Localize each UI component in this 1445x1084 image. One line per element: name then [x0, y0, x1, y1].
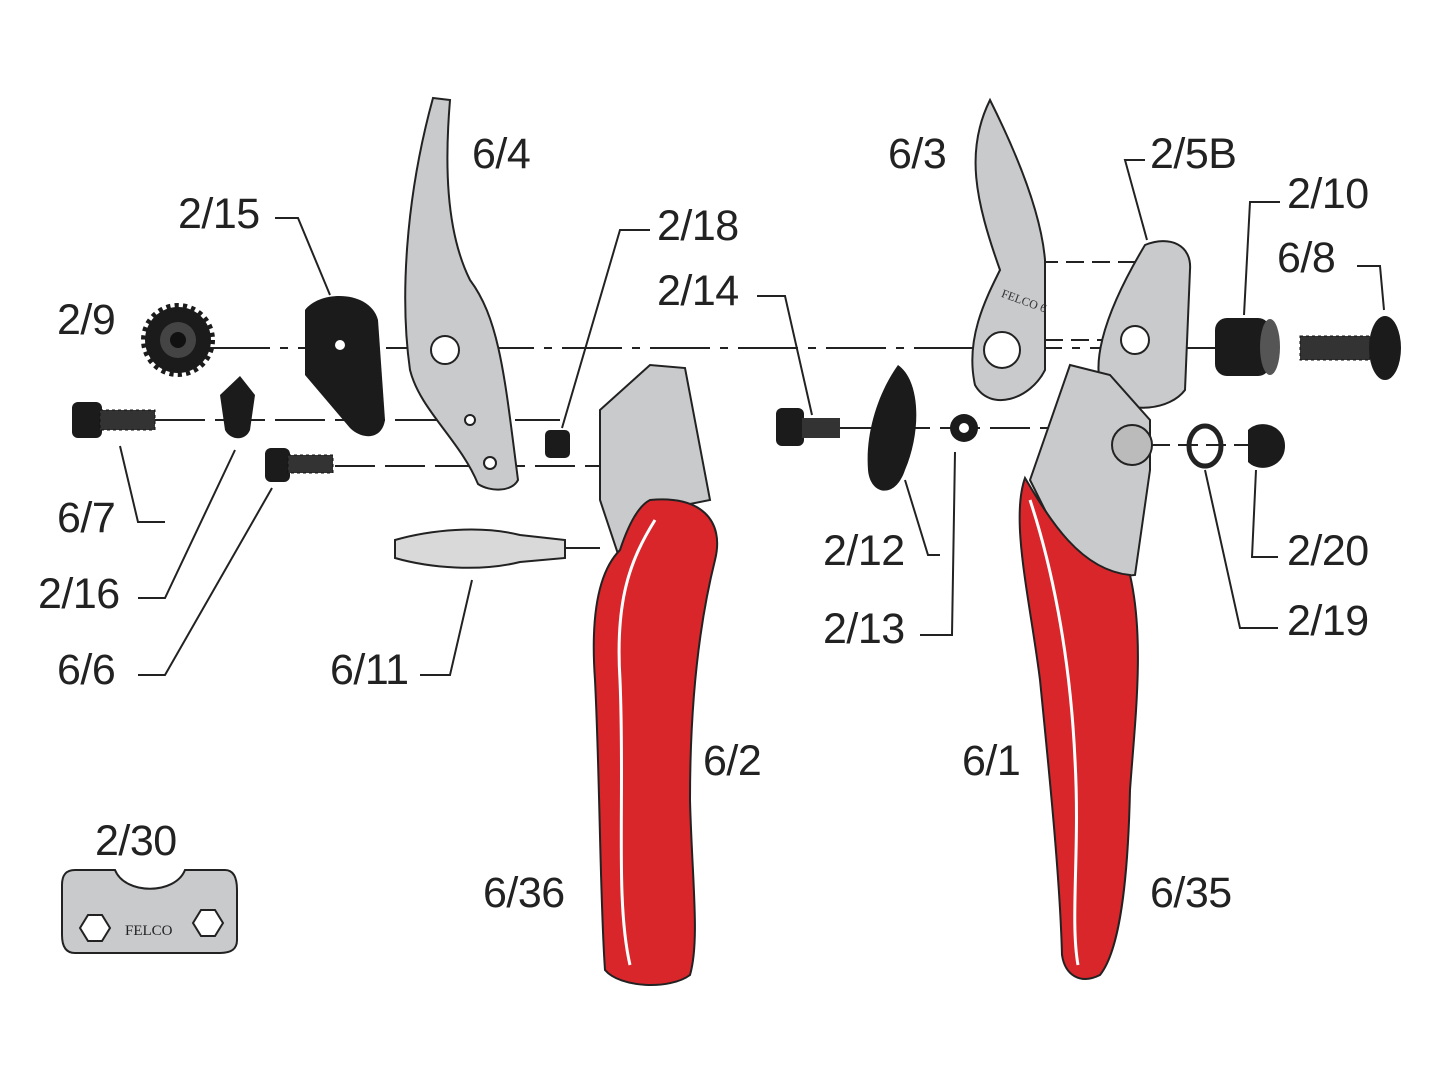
bolt-6-8	[1299, 316, 1401, 380]
blade-6-3	[971, 97, 1046, 401]
gear-2-9	[141, 303, 215, 377]
nut-2-18	[545, 430, 570, 458]
handle-6-35-grip	[1018, 475, 1139, 980]
bolt-2-14	[776, 408, 840, 446]
wrench-brand-stamp: FELCO	[125, 923, 173, 939]
cap-2-20	[1248, 424, 1285, 468]
label-2-16: 2/16	[38, 570, 120, 618]
label-6-11: 6/11	[330, 646, 409, 694]
handle-6-1-metal	[1028, 363, 1151, 582]
label-6-1: 6/1	[962, 737, 1021, 785]
label-6-36: 6/36	[483, 869, 565, 917]
label-6-3: 6/3	[888, 130, 947, 178]
label-6-35: 6/35	[1150, 869, 1232, 917]
label-6-6: 6/6	[57, 646, 116, 694]
spring-6-11	[394, 528, 566, 569]
label-6-2: 6/2	[703, 737, 762, 785]
wrench-2-30: FELCO	[61, 869, 238, 954]
label-2-14: 2/14	[657, 267, 739, 315]
ring-2-19	[1186, 423, 1224, 469]
label-2-30: 2/30	[95, 817, 177, 865]
label-2-12: 2/12	[823, 527, 905, 575]
label-2-19: 2/19	[1287, 597, 1369, 645]
label-6-4: 6/4	[472, 130, 531, 178]
bolt-6-6	[265, 448, 334, 482]
bolt-6-7	[72, 402, 156, 438]
label-2-9: 2/9	[57, 296, 116, 344]
leader-lines	[119, 159, 1385, 676]
label-6-8: 6/8	[1277, 234, 1336, 282]
part-2-16	[220, 376, 255, 439]
label-2-20: 2/20	[1287, 527, 1369, 575]
label-2-5B: 2/5B	[1150, 130, 1237, 178]
label-2-13: 2/13	[823, 605, 905, 653]
label-6-7: 6/7	[57, 494, 116, 542]
blade-6-4	[404, 96, 520, 491]
label-2-10: 2/10	[1287, 170, 1369, 218]
label-2-18: 2/18	[657, 202, 739, 250]
plate-2-15	[305, 296, 385, 437]
nut-2-10	[1215, 318, 1280, 376]
handle-6-36-grip	[592, 498, 719, 986]
label-2-15: 2/15	[178, 190, 260, 238]
part-2-12	[867, 365, 917, 491]
